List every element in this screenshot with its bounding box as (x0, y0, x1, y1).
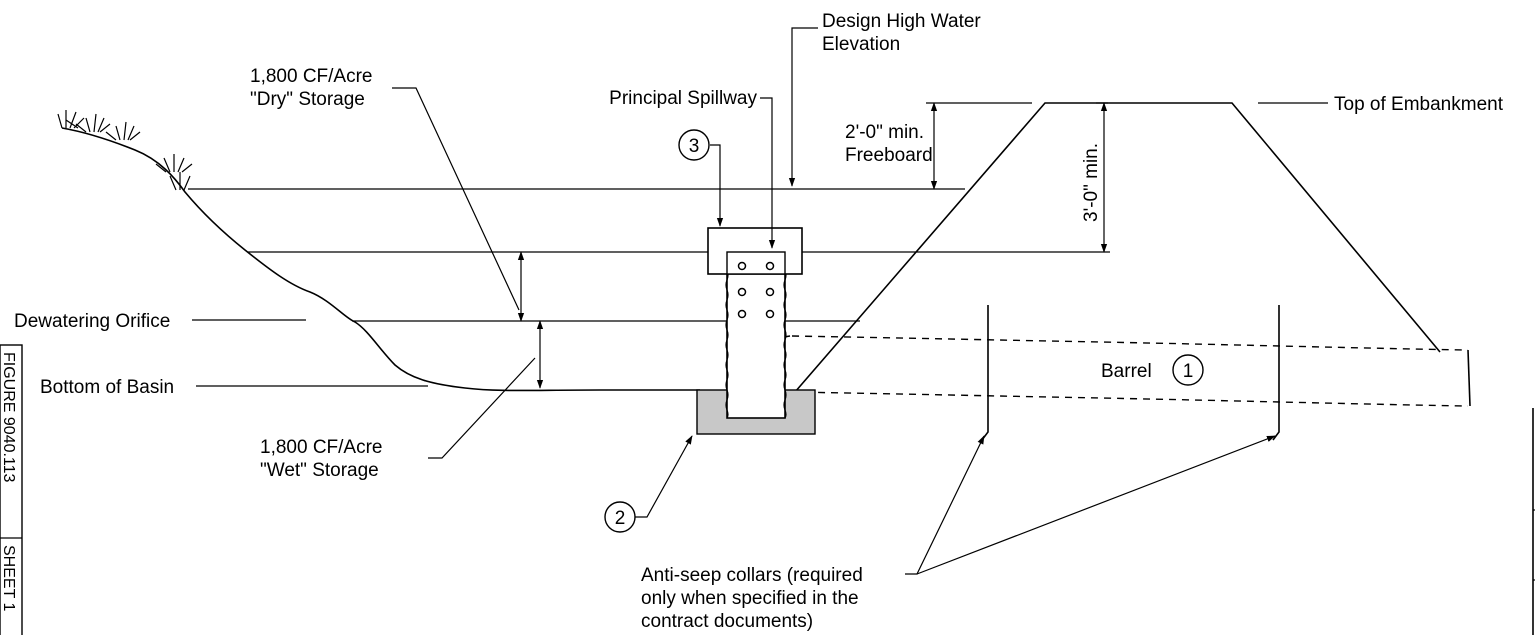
wet-storage-label-2: "Wet" Storage (260, 460, 379, 481)
design-high-water-label-2: Elevation (822, 34, 900, 55)
anti-seep-label-2: only when specified in the (641, 588, 859, 609)
dry-storage-label: 1,800 CF/Acre (250, 66, 373, 87)
callout-2: 2 (604, 501, 636, 533)
barrel-label: Barrel (1101, 361, 1152, 382)
dewatering-orifice-label: Dewatering Orifice (14, 311, 170, 332)
principal-spillway-label: Principal Spillway (609, 88, 757, 109)
anti-seep-label-3: contract documents) (641, 611, 813, 632)
svg-text:1: 1 (1183, 361, 1194, 382)
svg-text:2: 2 (615, 508, 626, 529)
three-ft-min-label: 3'-0" min. (1081, 143, 1102, 222)
freeboard-label-2: Freeboard (845, 145, 933, 166)
anti-seep-label: Anti-seep collars (required (641, 565, 863, 586)
level-lines (188, 102, 1110, 322)
riser-structure (696, 227, 816, 435)
leader-lines (192, 27, 1328, 575)
sheet-number-label: SHEET 1 (0, 545, 17, 612)
ground-profile (61, 127, 700, 392)
callout-3: 3 (678, 129, 710, 161)
svg-text:3: 3 (689, 136, 700, 157)
top-of-embankment-label: Top of Embankment (1334, 94, 1504, 115)
design-high-water-label: Design High Water (822, 11, 981, 32)
bottom-of-basin-label: Bottom of Basin (40, 377, 174, 398)
figure-number-label: FIGURE 9040.113 (0, 352, 17, 483)
embankment (794, 102, 1441, 393)
side-tab: FIGURE 9040.113 SHEET 1 (0, 344, 23, 635)
wet-storage-label: 1,800 CF/Acre (260, 437, 383, 458)
grass-icon (57, 110, 193, 191)
freeboard-label: 2'-0" min. (845, 122, 924, 143)
dry-storage-label-2: "Dry" Storage (250, 89, 365, 110)
dimension-arrows (517, 102, 1108, 389)
callout-1: 1 (1172, 354, 1204, 386)
